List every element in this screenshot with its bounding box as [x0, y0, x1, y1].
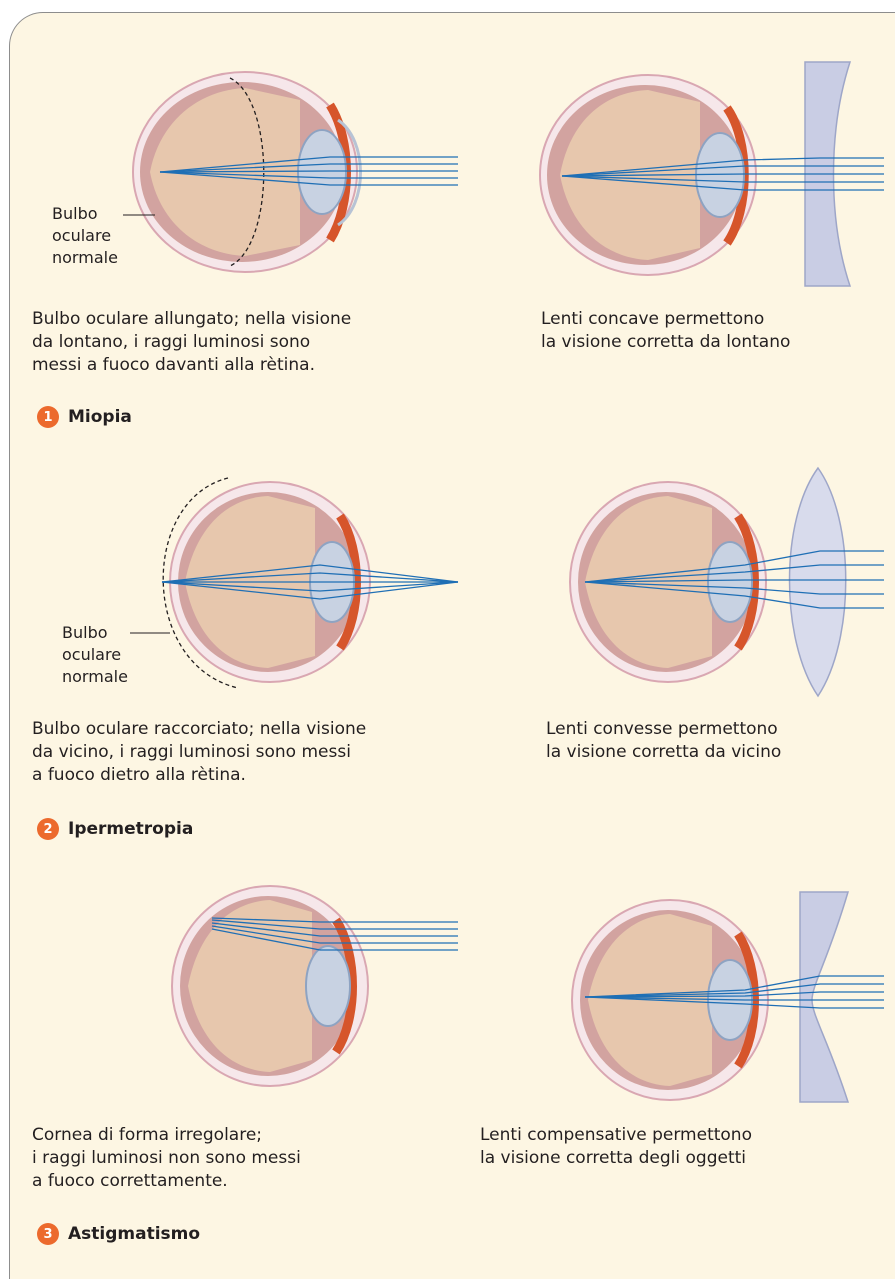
section-number-badge: 1	[37, 406, 59, 428]
eye-label: Bulbo oculare normale	[62, 622, 128, 688]
myopic-eye-diagram	[130, 60, 470, 260]
section-title: Miopia	[68, 407, 132, 427]
section-title: Ipermetropia	[68, 819, 193, 839]
eye-label: Bulbo oculare normale	[52, 203, 118, 269]
corrected-myopic-eye-diagram	[540, 55, 890, 295]
eyeball-icon	[172, 886, 368, 1086]
convex-lens	[790, 468, 846, 696]
section-number-badge: 2	[37, 818, 59, 840]
right-caption: Lenti concave permettono la visione corr…	[541, 308, 790, 354]
hyperopic-eye-diagram	[130, 470, 470, 695]
left-caption: Bulbo oculare allungato; nella visione d…	[32, 308, 351, 377]
section-heading: 3 Astigmatismo	[37, 1223, 200, 1245]
right-caption: Lenti convesse permettono la visione cor…	[546, 718, 781, 764]
section-heading: 2 Ipermetropia	[37, 818, 193, 840]
left-caption: Cornea di forma irregolare; i raggi lumi…	[32, 1124, 301, 1193]
right-caption: Lenti compensative permettono la visione…	[480, 1124, 752, 1170]
section-number-badge: 3	[37, 1223, 59, 1245]
section-title: Astigmatismo	[68, 1224, 200, 1244]
left-caption: Bulbo oculare raccorciato; nella visione…	[32, 718, 366, 787]
section-heading: 1 Miopia	[37, 406, 132, 428]
corrected-hyperopic-eye-diagram	[560, 462, 890, 702]
astigmatic-eye-diagram	[170, 880, 470, 1090]
corrected-astigmatic-eye-diagram	[570, 886, 890, 1106]
compensating-lens	[800, 892, 848, 1102]
